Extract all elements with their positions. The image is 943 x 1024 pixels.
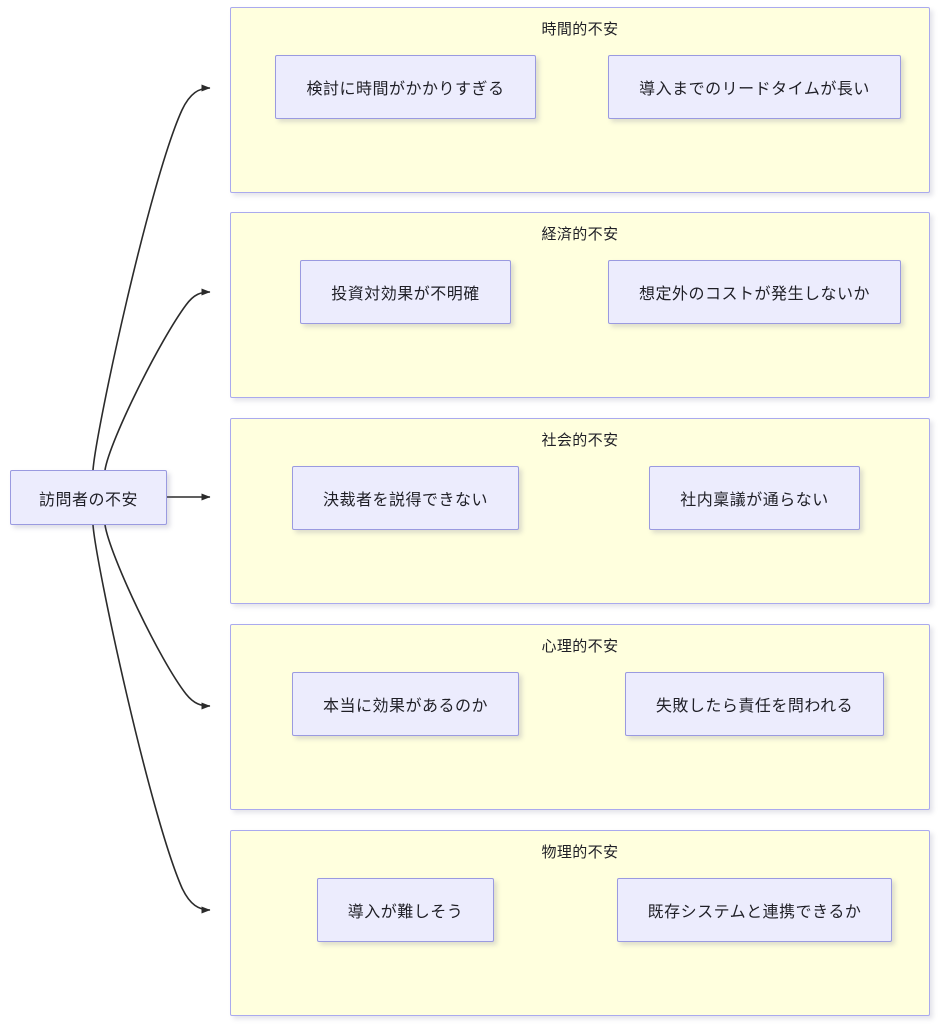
cluster-title-psychological-anxiety: 心理的不安 — [541, 638, 619, 655]
node-unexpected-cost[interactable]: 想定外のコストが発生しないか — [607, 260, 901, 324]
root-node-visitor-anxiety[interactable]: 訪問者の不安 — [10, 470, 167, 525]
cluster-body: 本当に効果があるのか 失敗したら責任を問われる — [231, 669, 929, 739]
cluster-body: 導入が難しそう 既存システムと連携できるか — [231, 875, 929, 945]
cluster-psychological-anxiety[interactable]: 心理的不安 本当に効果があるのか 失敗したら責任を問われる — [230, 624, 930, 810]
node-label: 検討に時間がかかりすぎる — [306, 81, 505, 98]
node-label: 既存システムと連携できるか — [647, 904, 862, 921]
node-review-takes-too-long[interactable]: 検討に時間がかかりすぎる — [275, 55, 536, 119]
cluster-time-anxiety[interactable]: 時間的不安 検討に時間がかかりすぎる 導入までのリードタイムが長い — [230, 7, 930, 193]
node-really-effective[interactable]: 本当に効果があるのか — [291, 672, 519, 736]
node-cell: 想定外のコストが発生しないか — [580, 257, 929, 327]
node-cell: 失敗したら責任を問われる — [580, 669, 929, 739]
node-cell: 決裁者を説得できない — [231, 463, 580, 533]
node-label: 本当に効果があるのか — [322, 698, 488, 715]
node-hard-to-implement[interactable]: 導入が難しそう — [316, 878, 495, 942]
node-label: 投資対効果が不明確 — [331, 286, 480, 303]
edge-root-to-physical-anxiety — [92, 524, 211, 914]
node-integrate-existing-system[interactable]: 既存システムと連携できるか — [616, 878, 893, 942]
cluster-body: 決裁者を説得できない 社内稟議が通らない — [231, 463, 929, 533]
node-cell: 投資対効果が不明確 — [231, 257, 580, 327]
node-cannot-persuade-decider[interactable]: 決裁者を説得できない — [291, 466, 519, 530]
cluster-title-physical-anxiety: 物理的不安 — [541, 844, 619, 861]
cluster-body: 投資対効果が不明確 想定外のコストが発生しないか — [231, 257, 929, 327]
cluster-title-social-anxiety: 社会的不安 — [541, 432, 619, 449]
root-node-label: 訪問者の不安 — [38, 491, 138, 509]
node-roi-unclear[interactable]: 投資対効果が不明確 — [300, 260, 511, 324]
cluster-social-anxiety[interactable]: 社会的不安 決裁者を説得できない 社内稟議が通らない — [230, 418, 930, 604]
edge-root-to-economic-anxiety — [104, 288, 211, 471]
node-label: 導入までのリードタイムが長い — [639, 81, 870, 98]
cluster-physical-anxiety[interactable]: 物理的不安 導入が難しそう 既存システムと連携できるか — [230, 830, 930, 1016]
node-blamed-on-failure[interactable]: 失敗したら責任を問われる — [624, 672, 885, 736]
cluster-title-time-anxiety: 時間的不安 — [541, 21, 619, 38]
node-cell: 本当に効果があるのか — [231, 669, 580, 739]
node-label: 失敗したら責任を問われる — [655, 698, 854, 715]
node-label: 導入が難しそう — [347, 904, 464, 921]
edge-root-to-psychological-anxiety — [104, 524, 211, 710]
node-cell: 検討に時間がかかりすぎる — [231, 52, 580, 122]
edge-root-to-time-anxiety — [92, 84, 211, 471]
node-label: 社内稟議が通らない — [680, 492, 829, 509]
cluster-title-economic-anxiety: 経済的不安 — [541, 226, 619, 243]
node-cell: 既存システムと連携できるか — [580, 875, 929, 945]
node-internal-approval-fails[interactable]: 社内稟議が通らない — [649, 466, 860, 530]
node-long-lead-time[interactable]: 導入までのリードタイムが長い — [608, 55, 901, 119]
node-cell: 導入までのリードタイムが長い — [580, 52, 929, 122]
node-cell: 導入が難しそう — [231, 875, 580, 945]
node-cell: 社内稟議が通らない — [580, 463, 929, 533]
node-label: 決裁者を説得できない — [322, 492, 488, 509]
cluster-economic-anxiety[interactable]: 経済的不安 投資対効果が不明確 想定外のコストが発生しないか — [230, 212, 930, 398]
cluster-body: 検討に時間がかかりすぎる 導入までのリードタイムが長い — [231, 52, 929, 122]
node-label: 想定外のコストが発生しないか — [638, 286, 870, 303]
